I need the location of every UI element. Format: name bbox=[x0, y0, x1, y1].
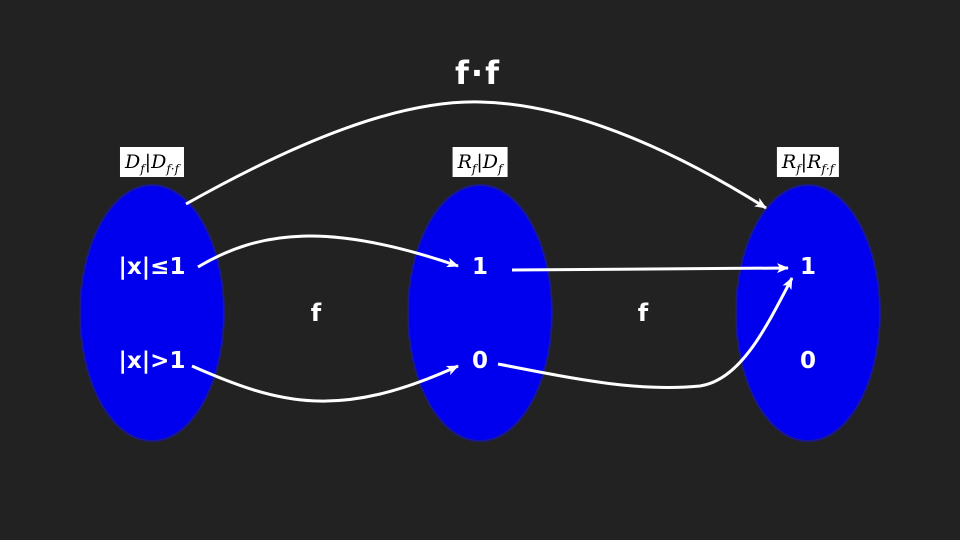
middle-set-ellipse bbox=[407, 184, 553, 442]
range-label-second: R bbox=[807, 151, 822, 173]
range-item-1: 1 bbox=[799, 254, 817, 280]
middle-item-1: 1 bbox=[471, 254, 489, 280]
arrow-small-x-to-1 bbox=[197, 234, 459, 269]
range-label-sep: | bbox=[800, 151, 808, 173]
domain-item-large-x: |x|>1 bbox=[118, 348, 186, 374]
middle-item-0: 0 bbox=[471, 348, 489, 374]
middle-label-main: R bbox=[457, 151, 472, 173]
mapping-label-second: f bbox=[637, 299, 649, 327]
range-label-main-sub: f bbox=[796, 161, 801, 176]
range-label-main: R bbox=[781, 151, 797, 173]
domain-set-ellipse bbox=[79, 184, 225, 442]
composition-label: f·f bbox=[455, 54, 501, 92]
arrow-0-to-1 bbox=[497, 277, 794, 390]
middle-set-label: Rf|Df bbox=[452, 147, 508, 177]
middle-label-sep: | bbox=[476, 151, 483, 173]
domain-set-label: Df|Df·f bbox=[119, 147, 185, 177]
range-set-label: Rf|Rf·f bbox=[776, 147, 840, 177]
range-label-second-sub: f·f bbox=[821, 161, 835, 176]
domain-item-small-x: |x|≤1 bbox=[118, 254, 186, 280]
middle-label-second-sub: f bbox=[497, 161, 503, 176]
mapping-label-first: f bbox=[310, 299, 322, 327]
range-set-ellipse bbox=[735, 184, 881, 442]
arrow-fof-domain-to-range bbox=[185, 100, 767, 210]
domain-label-main-sub: f bbox=[140, 161, 145, 176]
domain-label-sep: | bbox=[144, 151, 152, 173]
arrow-large-x-to-0 bbox=[191, 364, 459, 403]
middle-label-second: D bbox=[482, 151, 498, 173]
domain-label-main: D bbox=[124, 151, 141, 173]
range-item-0: 0 bbox=[799, 348, 817, 374]
domain-label-second-sub: f·f bbox=[166, 161, 180, 176]
arrow-1-to-1 bbox=[511, 263, 789, 274]
middle-label-main-sub: f bbox=[471, 161, 477, 176]
domain-label-second: D bbox=[151, 151, 167, 173]
